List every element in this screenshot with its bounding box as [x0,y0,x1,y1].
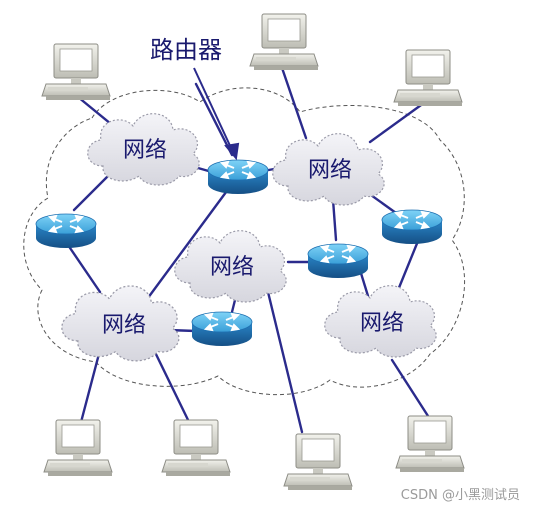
desktop-computer-icon [41,43,111,101]
desktop-computer-icon [43,419,113,477]
cloud-label-3: 网络 [210,255,254,280]
router-icon [207,159,269,195]
desktop-computer-icon [249,13,319,71]
desktop-computer-icon [283,433,353,491]
cloud-label-4: 网络 [102,313,146,338]
router-callout-arrow [193,67,240,161]
desktop-computer-icon [395,415,465,473]
cloud-label-5: 网络 [360,311,404,336]
internet-outline [23,87,466,396]
desktop-computer-icon [393,49,463,107]
watermark: CSDN @小黑测试员 [400,488,520,503]
cloud-label-2: 网络 [308,158,352,183]
router-icon [191,311,253,347]
router-icon [307,243,369,279]
router-callout-label: 路由器 [150,36,222,64]
router-icon [35,213,97,249]
router-icon [381,209,443,245]
desktop-computer-icon [161,419,231,477]
links [66,60,430,434]
cloud-label-1: 网络 [123,138,167,163]
